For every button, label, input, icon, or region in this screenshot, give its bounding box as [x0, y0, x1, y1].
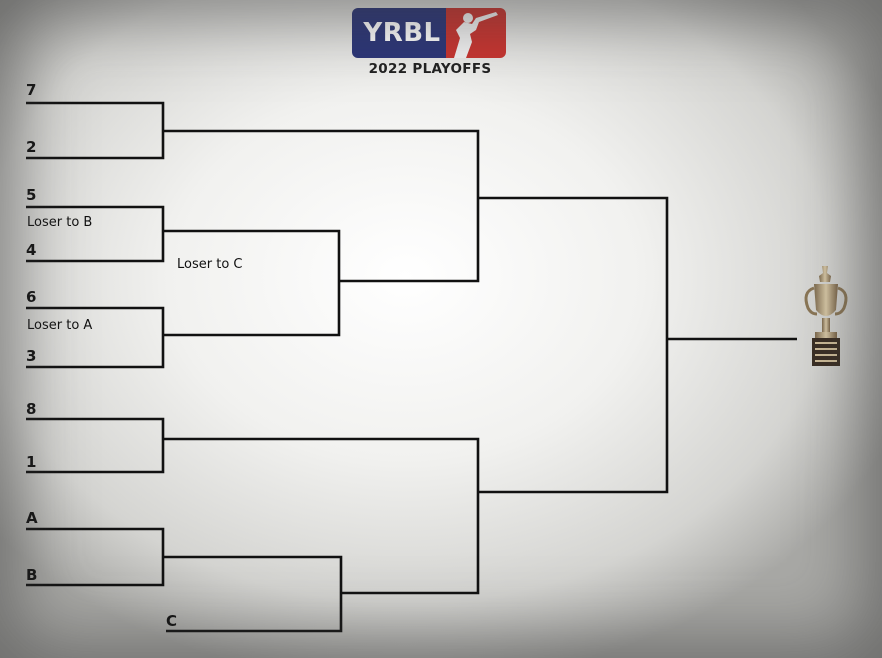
seed-label: C	[166, 612, 178, 630]
bracket-note: Loser to A	[27, 318, 93, 333]
seed-label: B	[26, 566, 38, 584]
match-line-semis-upper-left	[163, 229, 341, 337]
match-line-A-B	[26, 527, 165, 587]
seed-label: 6	[26, 288, 37, 306]
match-line-6-3	[26, 306, 165, 369]
match-line-upper-semi	[163, 129, 480, 283]
seed-label: 2	[26, 138, 37, 156]
bracket-note: Loser to C	[177, 257, 243, 272]
match-line-AB-C	[163, 555, 343, 633]
seed-label: 8	[26, 400, 37, 418]
match-line-final	[478, 196, 669, 494]
page-title: 2022 PLAYOFFS	[368, 61, 492, 77]
seed-label: 3	[26, 347, 37, 365]
match-line-8-1	[26, 417, 165, 474]
seed-label: 4	[26, 241, 37, 259]
match-line-7-2	[26, 101, 165, 160]
seed-label: A	[26, 509, 38, 527]
bracket-note: Loser to B	[27, 215, 93, 230]
logo-text: YRBL	[363, 18, 441, 48]
seed-label: 1	[26, 453, 37, 471]
seed-label: 7	[26, 81, 37, 99]
match-line-lower-semi	[163, 437, 480, 595]
trophy-icon	[800, 264, 852, 374]
match-line-5-4	[26, 205, 165, 263]
seed-label: 5	[26, 186, 37, 204]
batter-silhouette-icon	[446, 8, 506, 58]
league-logo: YRBL	[352, 8, 506, 58]
